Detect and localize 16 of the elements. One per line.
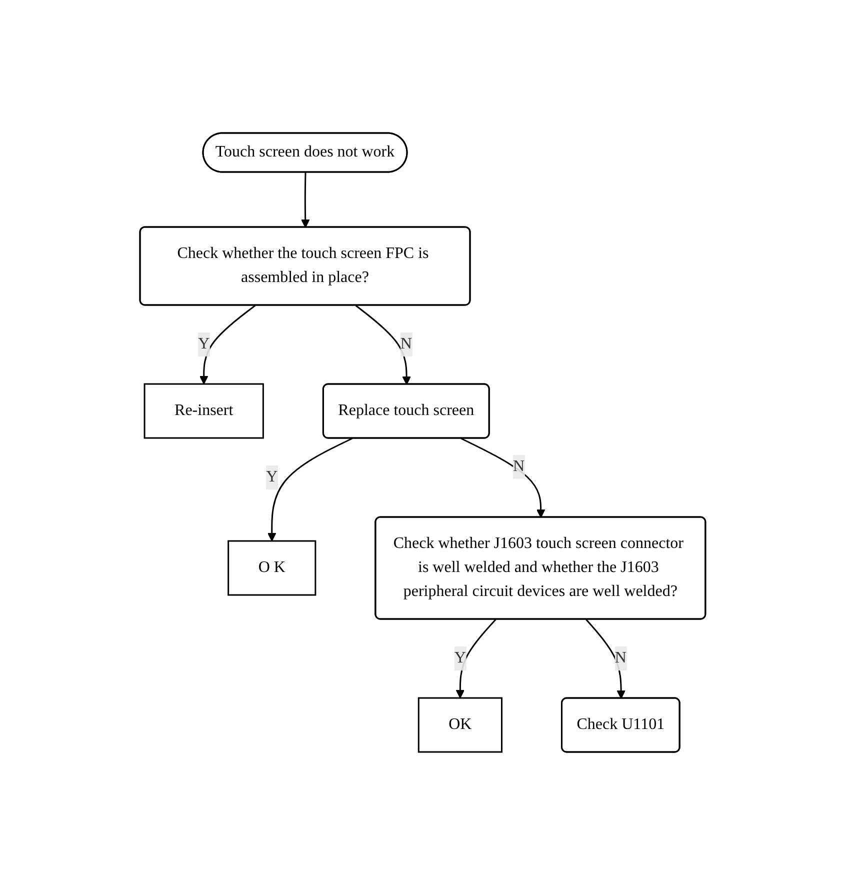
edge-label: N <box>615 648 627 666</box>
edge-label: N <box>400 334 412 352</box>
edge-label: N <box>513 457 525 474</box>
arrow <box>268 437 353 541</box>
edge-label: Y <box>266 468 278 485</box>
arrow <box>461 437 546 518</box>
arrow <box>456 618 497 698</box>
node-box: OK <box>418 696 503 752</box>
node-box: Re-insert <box>144 382 264 438</box>
arrow <box>356 304 412 384</box>
arrow <box>200 304 256 384</box>
arrow <box>586 618 626 698</box>
edge-label: Y <box>454 648 466 666</box>
arrow <box>301 172 310 228</box>
edge-label: Y <box>198 334 210 352</box>
node-box: O K <box>228 540 316 596</box>
